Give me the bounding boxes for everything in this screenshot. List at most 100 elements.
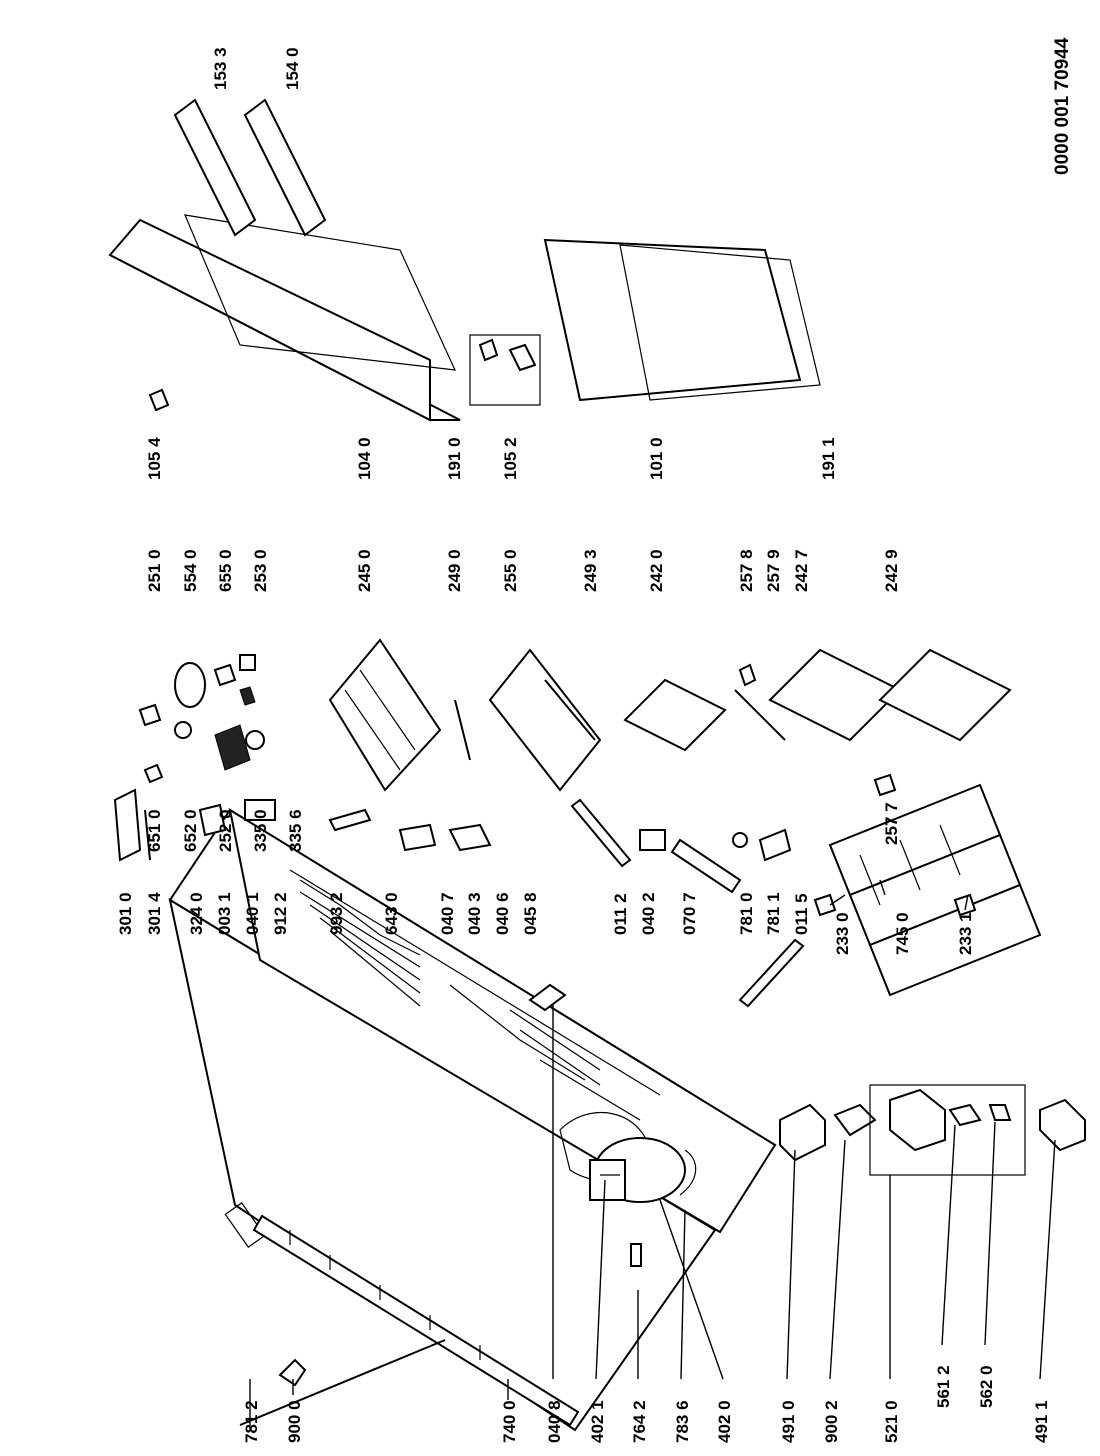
shelf-trim-249-3 [544, 679, 596, 741]
condenser [252, 1214, 580, 1427]
door-bin-153-3 [173, 98, 257, 237]
label-003-1: 003 1 [215, 892, 234, 935]
label-252-0: 252 0 [216, 809, 235, 852]
label-253-0: 253 0 [251, 549, 270, 592]
part-011-5 [738, 938, 805, 1008]
label-045-8: 045 8 [521, 892, 540, 935]
label-655-0: 655 0 [216, 549, 235, 592]
label-191-0: 191 0 [445, 437, 464, 480]
label-521-0: 521 0 [882, 1400, 901, 1443]
part-233-1 [953, 893, 977, 917]
label-257-8: 257 8 [737, 549, 756, 592]
label-011-2: 011 2 [611, 893, 630, 935]
part-491-1 [1039, 1098, 1086, 1152]
part-257-9 [734, 689, 786, 741]
label-783-6: 783 6 [673, 1400, 692, 1443]
part-105-4 [148, 388, 170, 412]
label-242-9: 242 9 [882, 549, 901, 592]
part-781-0 [732, 832, 748, 848]
part-040-2 [639, 829, 666, 851]
door-upper-104 [108, 218, 461, 422]
label-651-0: 651 0 [145, 809, 164, 852]
label-233-1: 233 1 [956, 912, 975, 955]
part-252-0 [214, 724, 251, 771]
label-040-2: 040 2 [639, 892, 658, 935]
part-521-box [889, 1088, 946, 1152]
label-301-0: 301 0 [116, 892, 135, 935]
label-040-6: 040 6 [493, 892, 512, 935]
label-040-8: 040 8 [545, 1400, 564, 1443]
label-011-5: 011 5 [792, 893, 811, 935]
label-070-7: 070 7 [680, 892, 699, 935]
hinge-part-b [508, 343, 537, 372]
capillary-tube [679, 1149, 697, 1196]
label-745-0: 745 0 [893, 912, 912, 955]
label-257-9: 257 9 [764, 549, 783, 592]
part-900-2 [833, 1103, 877, 1137]
label-781-2: 781 2 [242, 1400, 261, 1443]
label-554-0: 554 0 [181, 549, 200, 592]
hinge-part-a [478, 338, 499, 362]
label-335-6: 335 6 [286, 809, 305, 852]
label-900-2: 900 2 [822, 1400, 841, 1443]
wire-shelves [828, 783, 1042, 997]
label-900-0: 900 0 [285, 1400, 304, 1443]
label-764-2: 764 2 [630, 1400, 649, 1443]
label-301-4: 301 4 [145, 892, 164, 935]
part-301-4 [144, 809, 151, 861]
label-562-0: 562 0 [977, 1365, 996, 1408]
label-781-0: 781 0 [737, 892, 756, 935]
part-561-2 [948, 1103, 982, 1127]
label-242-7: 242 7 [792, 549, 811, 592]
part-040-3 [448, 823, 492, 852]
part-253-0 [239, 654, 256, 671]
label-335-0: 335 0 [251, 809, 270, 852]
shelf-trim-249-0 [454, 699, 471, 761]
part-324-0 [198, 803, 227, 837]
label-153-3: 153 3 [211, 47, 230, 90]
label-402-1: 402 1 [588, 1400, 607, 1443]
bracket-part [528, 983, 567, 1012]
part-781-1 [758, 828, 792, 862]
label-255-0: 255 0 [501, 549, 520, 592]
label-251-0: 251 0 [145, 549, 164, 592]
label-191-1: 191 1 [819, 437, 838, 480]
part-562-0 [988, 1104, 1012, 1121]
part-301-0 [113, 788, 142, 862]
label-101-0: 101 0 [647, 437, 666, 480]
label-249-3: 249 3 [581, 549, 600, 592]
label-257-7: 257 7 [882, 802, 901, 845]
part-257-8 [738, 663, 757, 687]
part-554-0 [174, 662, 206, 708]
cabinet-body [168, 807, 777, 1432]
part-040-1 [244, 799, 276, 821]
gasket-191-1 [619, 244, 821, 401]
box-group-521 [869, 1084, 1026, 1176]
drawer-242-7 [768, 648, 902, 742]
shelf-255-0 [488, 648, 602, 792]
drawer-242-9 [878, 648, 1012, 742]
reference-number: 0000 001 70944 [1052, 37, 1073, 175]
part-652-0 [174, 721, 192, 739]
part-251-0 [138, 703, 162, 727]
part-070-7 [670, 838, 742, 894]
part-651-0 [143, 763, 164, 784]
part-655-0 [213, 663, 237, 687]
label-402-0: 402 0 [715, 1400, 734, 1443]
label-040-1: 040 1 [243, 892, 262, 935]
label-561-2: 561 2 [934, 1365, 953, 1408]
label-154-0: 154 0 [283, 47, 302, 90]
part-335-0 [245, 730, 265, 750]
label-643-0: 643 0 [382, 892, 401, 935]
dryer-part [630, 1243, 642, 1267]
label-652-0: 652 0 [181, 809, 200, 852]
gasket-191-0 [184, 214, 456, 371]
label-233-0: 233 0 [833, 912, 852, 955]
label-912-2: 912 2 [271, 892, 290, 935]
label-242-0: 242 0 [647, 549, 666, 592]
part-643-0 [398, 823, 437, 852]
part-257-7 [873, 773, 897, 797]
door-bin-154-0 [243, 98, 327, 237]
label-104-0: 104 0 [355, 437, 374, 480]
